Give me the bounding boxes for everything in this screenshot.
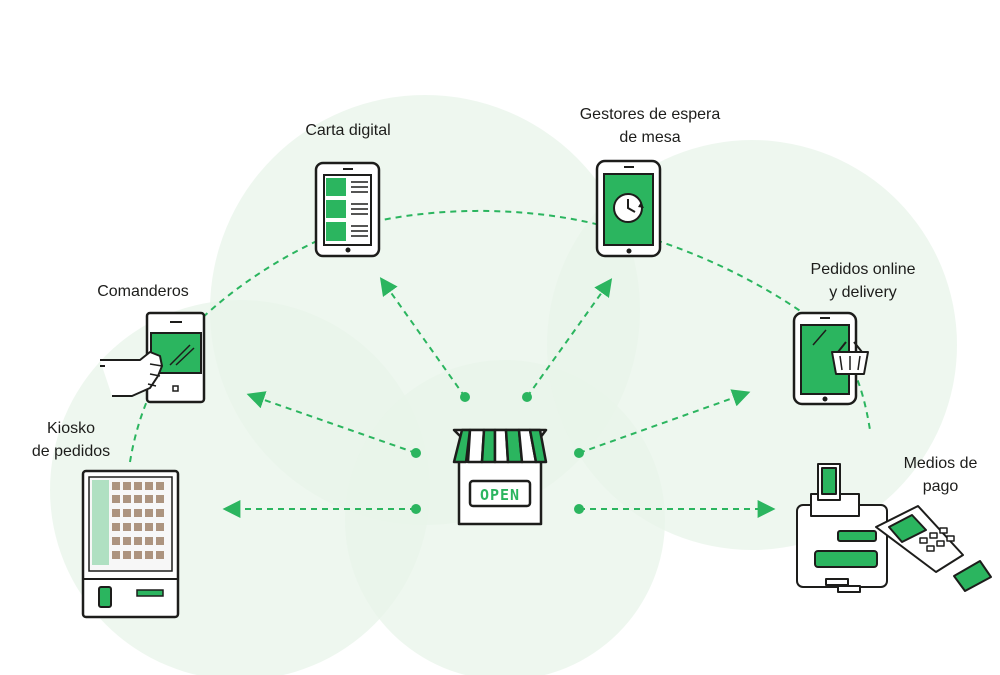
connector-carta	[379, 277, 466, 398]
label-comanderos: Comanderos	[97, 283, 189, 300]
open-sign-text: OPEN	[480, 486, 520, 504]
connector-pedidos	[578, 389, 751, 454]
label-pedidos-online: Pedidos online y delivery	[810, 261, 916, 301]
phone-clock-icon	[595, 159, 662, 258]
payment-terminal-icon	[796, 463, 992, 593]
connector-dots	[411, 392, 584, 514]
label-gestores-espera: Gestores de espera de mesa	[579, 106, 721, 146]
store-icon	[452, 428, 548, 526]
connector-comanderos	[246, 391, 417, 454]
tablet-menu-icon	[314, 161, 381, 258]
phone-basket-icon	[792, 311, 869, 406]
handheld-pos-icon	[100, 311, 206, 404]
label-carta-digital: Carta digital	[305, 122, 391, 139]
label-medios-pago: Medios de pago	[903, 455, 978, 495]
kiosk-icon	[81, 469, 180, 619]
label-kiosko-pedidos: Kiosko de pedidos	[31, 420, 111, 460]
connector-gestores	[526, 278, 613, 398]
connectors	[222, 277, 776, 518]
